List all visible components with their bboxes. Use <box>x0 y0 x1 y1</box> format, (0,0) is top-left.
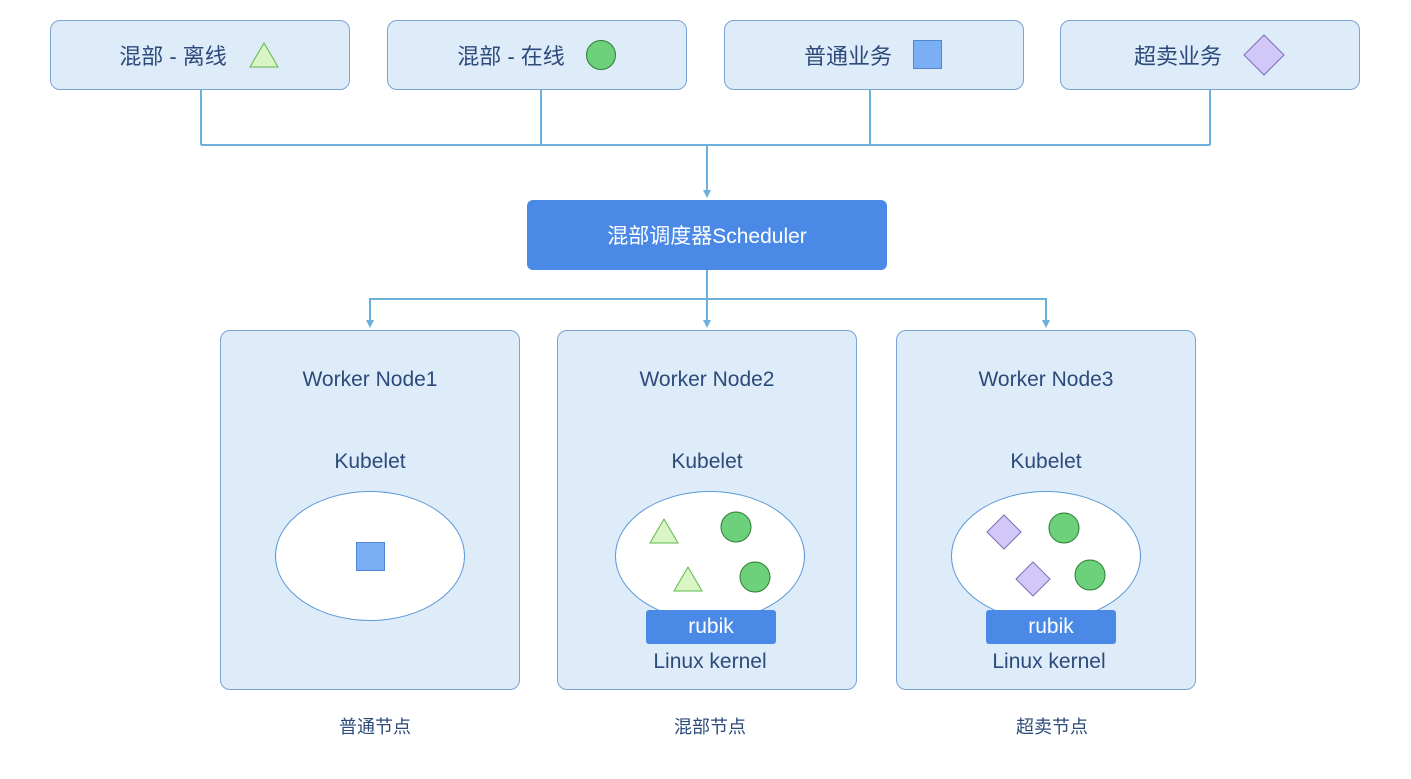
circle-icon <box>739 561 771 593</box>
node-title: Worker Node2 <box>639 368 775 391</box>
linux-kernel-label: Linux kernel <box>992 650 1106 673</box>
arrow-to-node1 <box>366 298 707 328</box>
kubelet-label: Kubelet <box>334 450 406 473</box>
pod-pool <box>951 491 1141 621</box>
circle-icon <box>1074 559 1106 591</box>
scheduler-box: 混部调度器Scheduler <box>527 200 887 270</box>
square-icon <box>913 40 942 69</box>
rubik-label: rubik <box>688 615 734 638</box>
node-title: Worker Node1 <box>302 368 438 391</box>
diamond-icon <box>1243 34 1285 76</box>
arrow-to-node3 <box>707 298 1050 328</box>
workload-type-oversold: 超卖业务 <box>1060 20 1360 90</box>
linux-kernel-label: Linux kernel <box>653 650 767 673</box>
pod-pool <box>275 491 465 621</box>
workload-type-online: 混部 - 在线 <box>387 20 687 90</box>
workload-type-label: 混部 - 在线 <box>457 44 565 69</box>
pod-pool <box>615 491 805 621</box>
workload-type-label: 普通业务 <box>803 44 892 69</box>
circle-icon <box>585 40 616 70</box>
triangle-icon <box>248 42 279 68</box>
diamond-icon <box>1015 561 1051 597</box>
workload-type-offline: 混部 - 离线 <box>50 20 350 90</box>
circle-icon <box>720 511 752 543</box>
rubik-box: rubik <box>646 610 776 644</box>
scheduler-label: 混部调度器Scheduler <box>607 225 807 248</box>
workload-type-normal: 普通业务 <box>724 20 1024 90</box>
workload-type-label: 超卖业务 <box>1133 44 1222 69</box>
worker-node-3: Worker Node3 Kubelet rubik Linux kernel <box>896 330 1196 690</box>
node-category-label: 混部节点 <box>674 717 746 737</box>
rubik-label: rubik <box>1028 615 1074 638</box>
worker-node-1: Worker Node1 Kubelet <box>220 330 520 690</box>
node-category-label: 普通节点 <box>339 717 411 737</box>
node-category-label: 超卖节点 <box>1016 717 1088 737</box>
diamond-icon <box>986 514 1022 550</box>
triangle-icon <box>649 518 679 544</box>
square-icon <box>356 542 385 571</box>
workload-type-label: 混部 - 离线 <box>119 44 227 69</box>
node-title: Worker Node3 <box>978 368 1114 391</box>
triangle-icon <box>673 566 703 592</box>
worker-node-2: Worker Node2 Kubelet rubik Linux kernel <box>557 330 857 690</box>
circle-icon <box>1048 512 1080 544</box>
kubelet-label: Kubelet <box>1010 450 1082 473</box>
kubelet-label: Kubelet <box>671 450 743 473</box>
rubik-box: rubik <box>986 610 1116 644</box>
